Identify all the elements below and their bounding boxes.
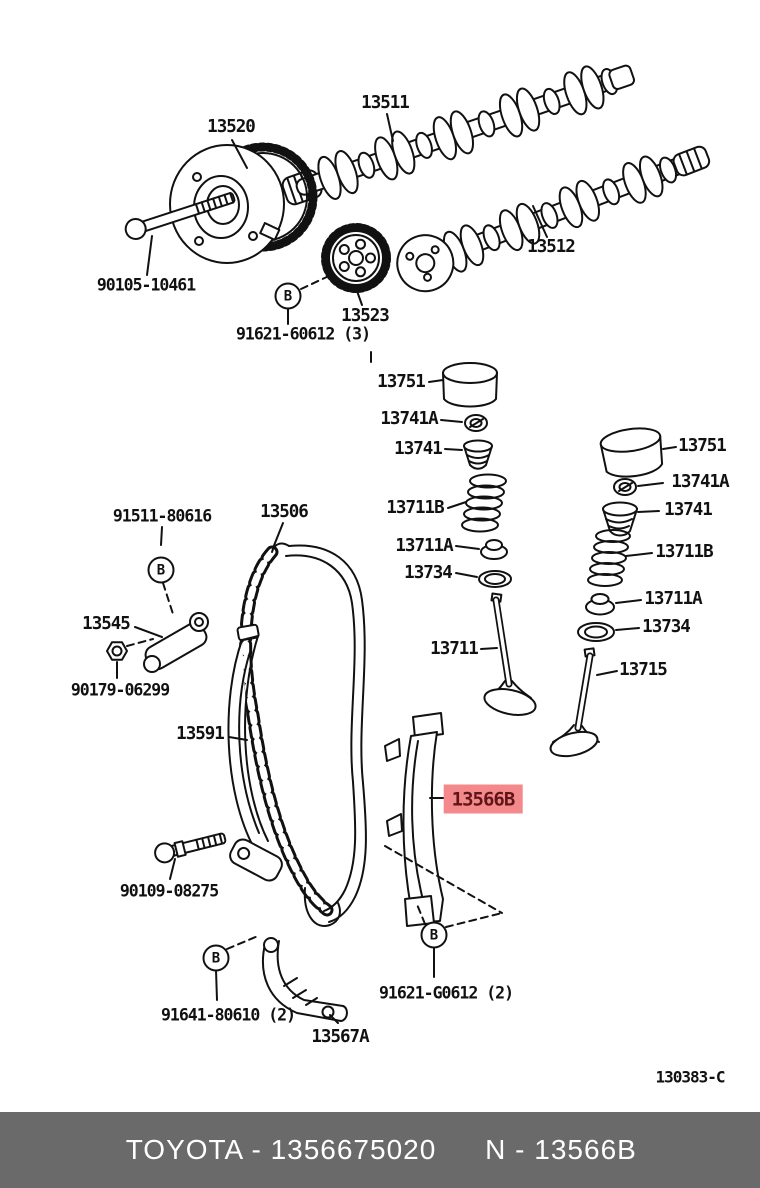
drawing-number: 130383-C <box>655 1067 725 1087</box>
callout-b-icon: B <box>202 944 230 972</box>
part-label-13741a-mid[interactable]: 13741A <box>380 409 438 429</box>
valve-exhaust-drawing <box>549 647 600 758</box>
valve-intake-drawing <box>483 592 537 716</box>
chain-vibration-damper-drawing <box>384 712 444 927</box>
part-label-13711a-mid[interactable]: 13711A <box>395 536 453 556</box>
chain-tensioner-slipper-drawing <box>227 623 283 882</box>
chain-tensioner-drawing <box>143 612 209 673</box>
part-label-13506[interactable]: 13506 <box>260 502 309 522</box>
part-label-13511[interactable]: 13511 <box>361 93 410 113</box>
part-label-13741a-right[interactable]: 13741A <box>671 472 729 492</box>
part-label-13711b-right[interactable]: 13711B <box>655 542 713 562</box>
part-label-13523[interactable]: 13523 <box>341 306 390 326</box>
part-label-13520[interactable]: 13520 <box>207 117 256 137</box>
part-label-13545[interactable]: 13545 <box>82 614 131 634</box>
part-label-13567a[interactable]: 13567A <box>311 1027 369 1047</box>
part-label-13715[interactable]: 13715 <box>619 660 668 680</box>
leader-lines <box>116 113 677 1024</box>
callout-b-icon: B <box>274 282 302 310</box>
stem-seal-right-drawing <box>577 622 615 642</box>
gear-bolt-drawing <box>124 192 236 240</box>
part-label-90105-10461[interactable]: 90105-10461 <box>96 275 196 295</box>
callout-b-icon: B <box>147 556 175 584</box>
part-label-91621-g0612[interactable]: 91621-G0612 (2) <box>378 983 514 1003</box>
diagram-artwork <box>106 64 711 1024</box>
part-label-90179-06299[interactable]: 90179-06299 <box>70 680 170 700</box>
part-label-13734-right[interactable]: 13734 <box>642 617 691 637</box>
part-label-13512[interactable]: 13512 <box>527 237 576 257</box>
part-label-13734-mid[interactable]: 13734 <box>404 563 453 583</box>
timing-chain-drawing <box>239 542 367 927</box>
spring-seat-mid-drawing <box>480 539 508 560</box>
crankshaft-sprocket-drawing <box>321 223 391 293</box>
valve-spring-mid-drawing <box>461 473 507 533</box>
part-label-13711a-right[interactable]: 13711A <box>644 589 702 609</box>
dashed-reference-lines <box>126 274 503 950</box>
tensioner-nut-drawing <box>106 641 128 661</box>
spring-seat-right-drawing <box>585 593 615 616</box>
part-label-91511-80616[interactable]: 91511-80616 <box>112 506 212 526</box>
valve-lifter-right-drawing <box>599 427 664 478</box>
part-label-91641-80610[interactable]: 91641-80610 (2) <box>160 1005 296 1025</box>
part-label-13751-mid[interactable]: 13751 <box>377 372 426 392</box>
callout-b-icon: B <box>420 921 448 949</box>
part-label-13741-mid[interactable]: 13741 <box>394 439 443 459</box>
slipper-bolt-drawing <box>154 832 227 864</box>
spring-retainer-right-drawing <box>602 501 638 537</box>
part-label-90109-08275[interactable]: 90109-08275 <box>119 881 219 901</box>
footer-part-code: TOYOTA - 1356675020 <box>125 1134 437 1165</box>
part-label-13566b-highlighted[interactable]: 13566B <box>443 784 523 814</box>
valve-spring-right-drawing <box>587 529 631 587</box>
retainer-lock-right-drawing <box>613 478 637 496</box>
footer-bar: TOYOTA - 1356675020 N - 13566B <box>0 1112 760 1188</box>
retainer-lock-mid-drawing <box>464 414 488 432</box>
part-label-13741-right[interactable]: 13741 <box>664 500 713 520</box>
stem-seal-mid-drawing <box>478 570 512 588</box>
spring-retainer-mid-drawing <box>463 439 493 470</box>
part-label-13751-right[interactable]: 13751 <box>678 436 727 456</box>
footer-ref-code: N - 13566B <box>485 1134 637 1165</box>
valve-lifter-mid-drawing <box>442 362 498 408</box>
part-label-91621-60612[interactable]: 91621-60612 (3) <box>235 324 371 344</box>
part-label-13711b-mid[interactable]: 13711B <box>386 498 444 518</box>
camshaft-no2-drawing <box>396 145 711 293</box>
chain-guide-lower-drawing <box>261 937 348 1022</box>
part-label-13591[interactable]: 13591 <box>176 724 225 744</box>
camshaft-no1-drawing <box>281 64 635 206</box>
part-label-13711[interactable]: 13711 <box>430 639 479 659</box>
